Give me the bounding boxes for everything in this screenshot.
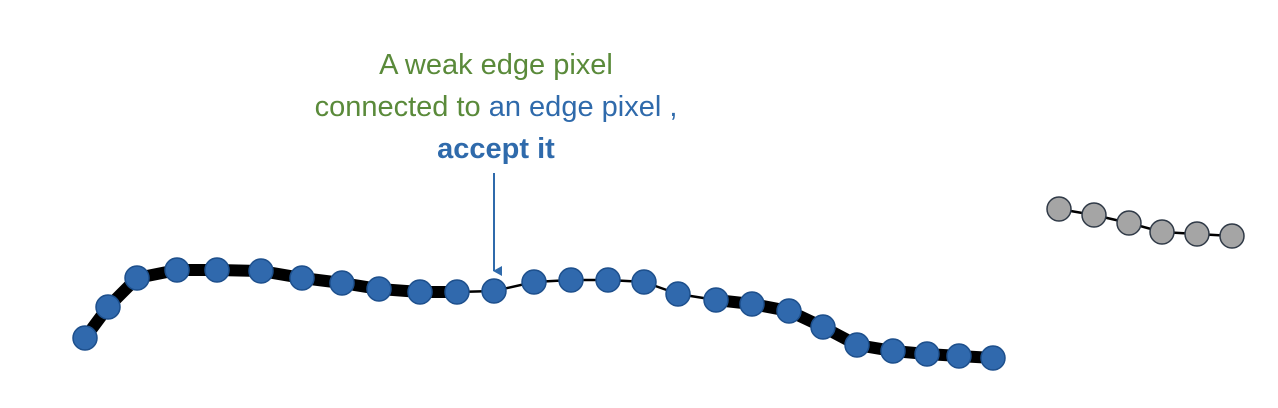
edge-pixel [204, 257, 230, 283]
weak-pixel [1116, 210, 1142, 236]
edge-pixel [164, 257, 190, 283]
caption-edge-pixel: an edge pixel , [480, 91, 678, 123]
accepted-weak-pixel [481, 278, 507, 304]
edge-pixel [407, 279, 433, 305]
edge-pixel [558, 267, 584, 293]
edge-pixel [980, 345, 1006, 371]
edge-pixel [289, 265, 315, 291]
edge-pixel [124, 265, 150, 291]
weak-pixel [1219, 223, 1245, 249]
caption-line-3: accept it [437, 133, 555, 165]
edge-pixel [72, 325, 98, 351]
weak-pixel [1046, 196, 1072, 222]
caption-line-2: connected to an edge pixel , [246, 86, 746, 128]
edge-pixel [703, 287, 729, 313]
edge-pixel [776, 298, 802, 324]
edge-pixel [444, 279, 470, 305]
edge-pixel [329, 270, 355, 296]
edge-pixels [72, 257, 1006, 371]
isolated-weak-chain [1046, 196, 1245, 249]
edge-pixel [880, 338, 906, 364]
caption-line-1: A weak edge pixel [379, 49, 613, 81]
weak-pixel [1081, 202, 1107, 228]
annotation-caption: A weak edge pixel connected to an edge p… [246, 44, 746, 170]
edge-pixel [844, 332, 870, 358]
edge-pixel [631, 269, 657, 295]
edge-pixel [810, 314, 836, 340]
edge-pixel [739, 291, 765, 317]
edge-pixel [595, 267, 621, 293]
edge-pixel [366, 276, 392, 302]
edge-pixel [521, 269, 547, 295]
weak-pixel [1149, 219, 1175, 245]
edge-pixel [95, 294, 121, 320]
edge-pixel [946, 343, 972, 369]
edge-pixel [248, 258, 274, 284]
weak-pixel [1184, 221, 1210, 247]
edge-pixel [914, 341, 940, 367]
edge-pixel [665, 281, 691, 307]
caption-connected-to: connected to [314, 91, 481, 123]
